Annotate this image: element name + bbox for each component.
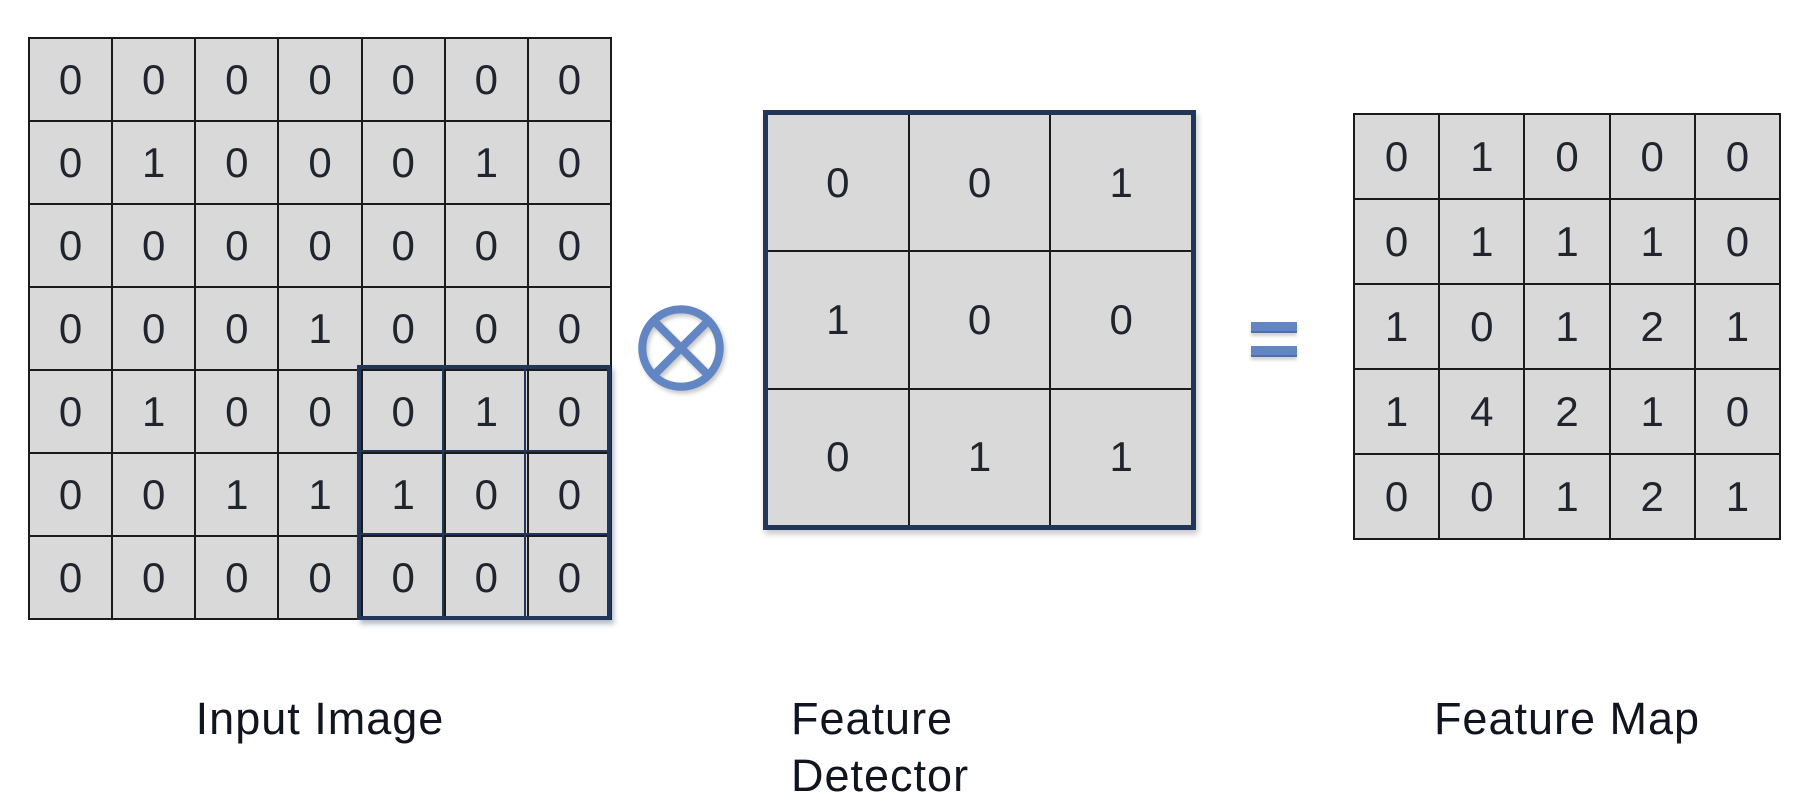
feature-map-cell: 1 xyxy=(1355,370,1439,453)
feature-map-cell: 0 xyxy=(1440,285,1524,368)
input-image-cell: 0 xyxy=(362,288,444,369)
feature-map-cell: 0 xyxy=(1610,115,1694,198)
feature-map-cell: 1 xyxy=(1440,115,1524,198)
feature-map-cell: 0 xyxy=(1525,115,1609,198)
input-image-cell: 0 xyxy=(30,454,112,535)
feature-map-cell: 1 xyxy=(1440,200,1524,283)
feature-map-cell: 1 xyxy=(1695,285,1779,368)
feature-map-label: Feature Map xyxy=(1433,693,1701,744)
input-image-cell: 0 xyxy=(279,205,361,286)
input-image-cell: 0 xyxy=(196,371,278,452)
input-image-cell: 0 xyxy=(528,371,610,452)
equals-bar-bottom xyxy=(1251,346,1297,357)
input-image-cell: 0 xyxy=(528,454,610,535)
input-image-cell: 0 xyxy=(445,537,527,618)
input-image-cell: 0 xyxy=(445,454,527,535)
input-image-cell: 0 xyxy=(528,122,610,203)
input-image-cell: 0 xyxy=(528,39,610,120)
feature-detector-cell: 1 xyxy=(909,389,1050,525)
feature-map-cell: 1 xyxy=(1525,285,1609,368)
input-image-cell: 0 xyxy=(30,122,112,203)
input-image-cell: 0 xyxy=(196,537,278,618)
input-image-cell: 0 xyxy=(113,537,195,618)
input-image-cell: 0 xyxy=(279,537,361,618)
feature-detector-cell: 0 xyxy=(768,115,908,251)
feature-map-cell: 1 xyxy=(1525,455,1609,538)
input-image-cell: 0 xyxy=(30,205,112,286)
input-image-cell: 1 xyxy=(362,454,444,535)
feature-map-cell: 0 xyxy=(1355,455,1439,538)
input-image-cell: 1 xyxy=(279,288,361,369)
feature-detector-cell: 0 xyxy=(909,252,1050,388)
feature-detector-cell: 0 xyxy=(768,389,908,525)
input-image-cell: 0 xyxy=(196,205,278,286)
feature-map-cell: 4 xyxy=(1440,370,1524,453)
equals-sign-icon xyxy=(1251,322,1297,357)
feature-map-cell: 0 xyxy=(1695,370,1779,453)
input-image-cell: 0 xyxy=(279,122,361,203)
input-image-cell: 0 xyxy=(30,537,112,618)
feature-map-cell: 1 xyxy=(1525,200,1609,283)
input-image-cell: 0 xyxy=(113,454,195,535)
input-image-cell: 0 xyxy=(196,122,278,203)
input-image-cell: 0 xyxy=(196,288,278,369)
input-image-label: Input Image xyxy=(195,693,445,744)
input-image-cell: 1 xyxy=(445,371,527,452)
input-image-cell: 1 xyxy=(196,454,278,535)
input-image-cell: 0 xyxy=(30,288,112,369)
input-image-cell: 0 xyxy=(30,39,112,120)
input-image-cell: 0 xyxy=(362,205,444,286)
feature-detector-cell: 1 xyxy=(1051,115,1191,251)
feature-map-cell: 1 xyxy=(1610,200,1694,283)
feature-map-cell: 0 xyxy=(1695,115,1779,198)
feature-map-cell: 0 xyxy=(1355,115,1439,198)
input-image-cell: 0 xyxy=(279,371,361,452)
input-image-cell: 0 xyxy=(30,371,112,452)
convolution-operator-icon xyxy=(638,305,724,391)
feature-map-cell: 2 xyxy=(1525,370,1609,453)
input-image-cell: 1 xyxy=(113,371,195,452)
input-image-cell: 0 xyxy=(445,39,527,120)
feature-map-cell: 1 xyxy=(1610,370,1694,453)
feature-map-cell: 0 xyxy=(1440,455,1524,538)
input-image-cell: 0 xyxy=(196,39,278,120)
input-image-cell: 0 xyxy=(362,371,444,452)
feature-map-cell: 2 xyxy=(1610,285,1694,368)
feature-map-cell: 1 xyxy=(1695,455,1779,538)
feature-map-cell: 2 xyxy=(1610,455,1694,538)
feature-map-cell: 1 xyxy=(1355,285,1439,368)
input-image-cell: 0 xyxy=(362,39,444,120)
input-image-cell: 0 xyxy=(445,205,527,286)
feature-detector-label: Feature Detector xyxy=(791,693,970,801)
input-image-cell: 0 xyxy=(528,537,610,618)
input-image-cell: 1 xyxy=(279,454,361,535)
input-image-cell: 1 xyxy=(445,122,527,203)
input-image-cell: 0 xyxy=(528,288,610,369)
feature-detector-cell: 0 xyxy=(909,115,1050,251)
feature-detector-cell: 0 xyxy=(1051,252,1191,388)
input-image-cell: 0 xyxy=(362,537,444,618)
input-image-cell: 1 xyxy=(113,122,195,203)
feature-detector-cell: 1 xyxy=(1051,389,1191,525)
input-image-cell: 0 xyxy=(113,288,195,369)
input-image-cell: 0 xyxy=(113,205,195,286)
feature-map-cell: 0 xyxy=(1355,200,1439,283)
input-image-cell: 0 xyxy=(279,39,361,120)
input-image-cell: 0 xyxy=(113,39,195,120)
equals-bar-top xyxy=(1251,322,1297,333)
feature-detector-cell: 1 xyxy=(768,252,908,388)
feature-map-cell: 0 xyxy=(1695,200,1779,283)
input-image-cell: 0 xyxy=(528,205,610,286)
input-image-cell: 0 xyxy=(445,288,527,369)
input-image-cell: 0 xyxy=(362,122,444,203)
